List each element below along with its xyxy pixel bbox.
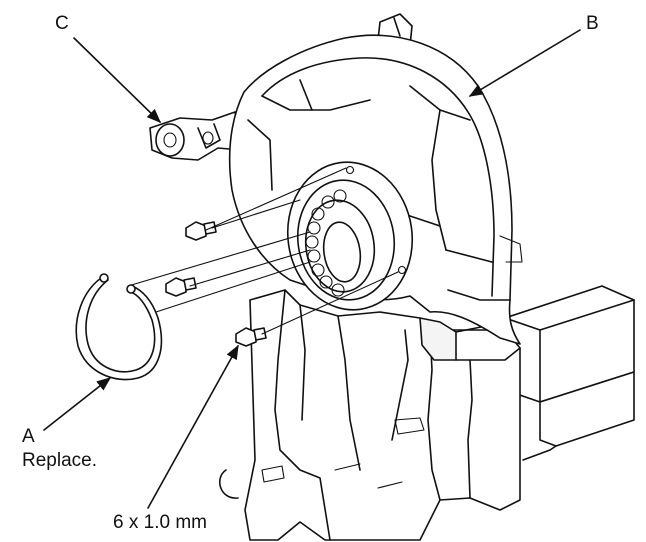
vise-jaw (504, 285, 635, 461)
callout-c: C (55, 13, 69, 34)
hub-bearing (286, 161, 414, 311)
snap-ring-a (75, 273, 163, 381)
leader-bolt (147, 344, 239, 509)
bearing-balls (305, 189, 347, 297)
callout-b: B (586, 13, 599, 34)
bolt-size-callout: 6 x 1.0 mm (113, 512, 207, 533)
leader-b (468, 29, 581, 97)
guide-line-upper (211, 199, 301, 229)
steering-knuckle (218, 289, 521, 541)
guide-line-snapring-bottom (155, 261, 311, 313)
callout-a-note: Replace. (22, 450, 97, 471)
leader-a (43, 377, 112, 431)
flange-bolt-upper (185, 167, 347, 241)
callout-a: A (22, 426, 35, 447)
guide-line-snapring-top (127, 231, 311, 287)
flange-bolt-lower (235, 271, 399, 347)
leader-c (73, 37, 162, 124)
flange-bolt-middle (165, 249, 311, 297)
knuckle-arm-c (149, 111, 241, 161)
